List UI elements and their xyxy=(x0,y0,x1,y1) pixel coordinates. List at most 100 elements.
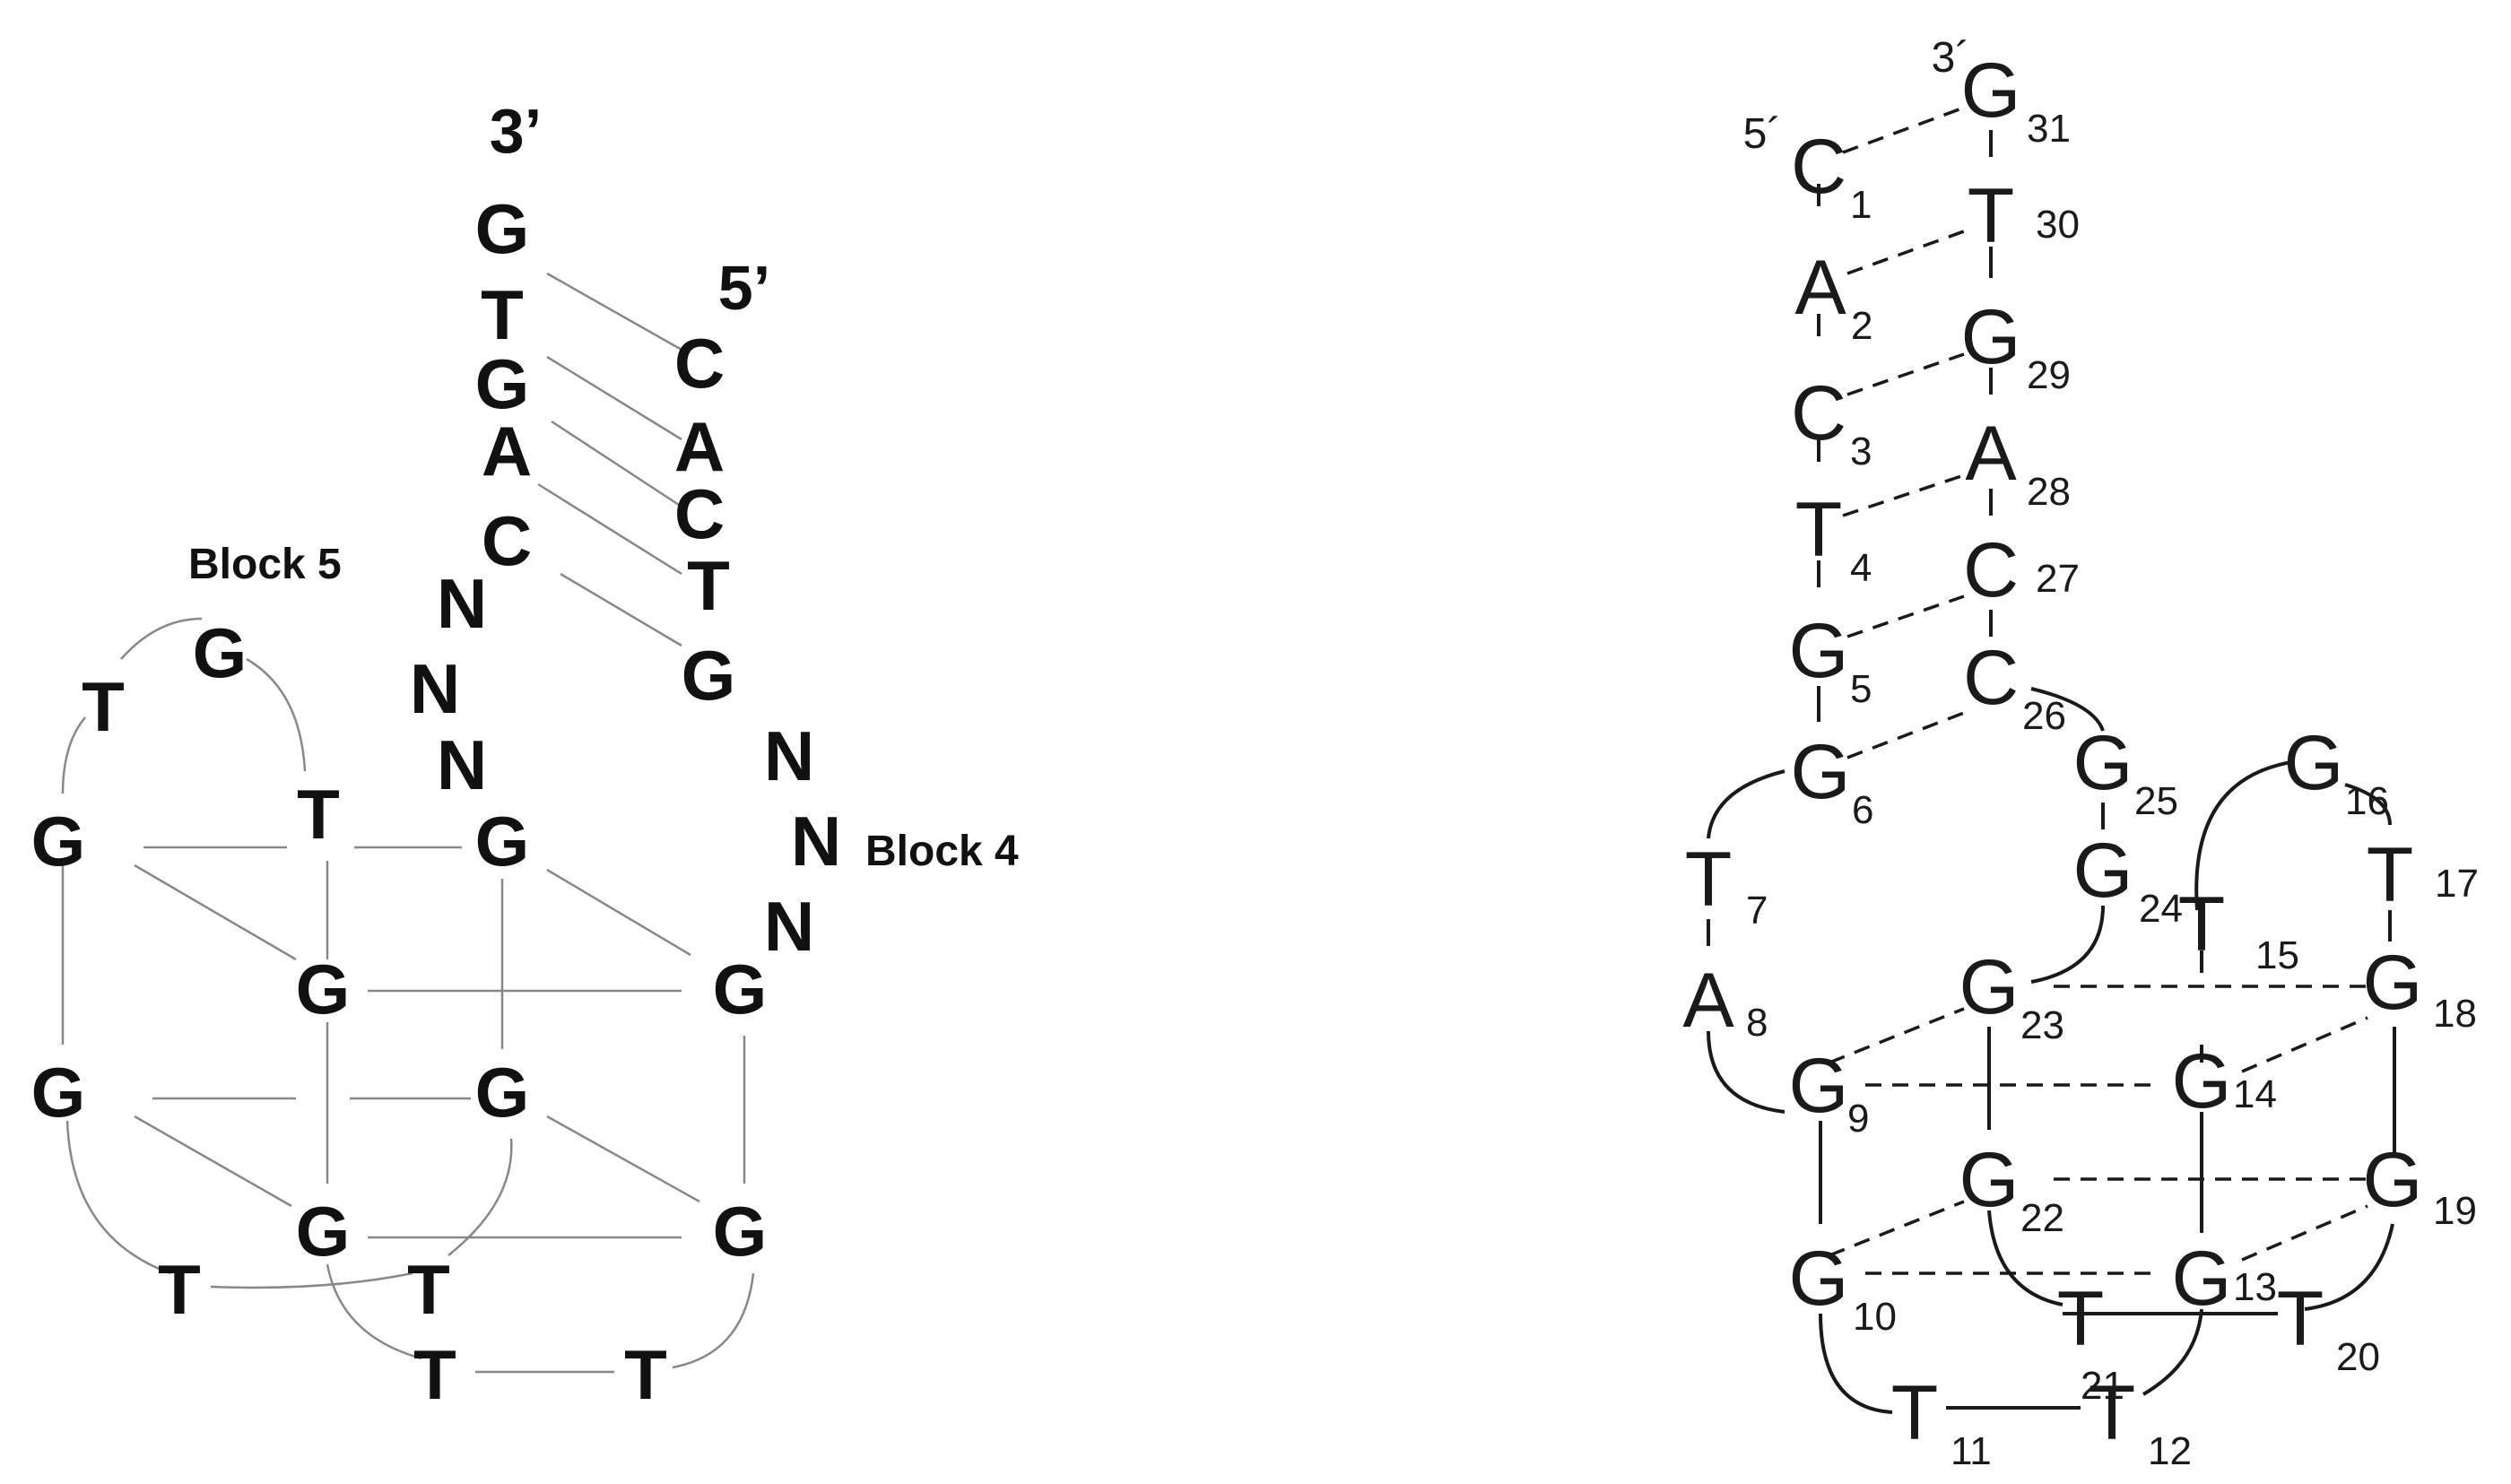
nucleotide-l_g_r1: G xyxy=(713,950,768,1028)
nucleotide-index-r25: 25 xyxy=(2134,779,2178,823)
nucleotide-l_g_far: G xyxy=(31,802,86,881)
nucleotide-index-r5: 5 xyxy=(1850,667,1872,711)
nucleotide-r4: T xyxy=(1795,487,1843,573)
nucleotide-l_c_left: C xyxy=(482,501,532,580)
nucleotide-index-r13: 13 xyxy=(2233,1265,2277,1309)
nucleotide-index-r9: 9 xyxy=(1847,1097,1869,1141)
nucleotide-l_t_bm: T xyxy=(407,1250,450,1329)
nucleotide-r11: T xyxy=(1891,1370,1939,1456)
nucleotide-l_g2: G xyxy=(475,344,530,423)
nucleotide-l_t_bl: T xyxy=(158,1250,201,1329)
nucleotide-l_g_mid: G xyxy=(475,802,530,881)
nucleotide-r17: T xyxy=(2367,832,2414,918)
nucleotide-l_g_mid2: G xyxy=(475,1053,530,1132)
nucleotide-l_g_b5: G xyxy=(193,613,248,692)
nucleotide-r30: T xyxy=(1968,173,2015,259)
nucleotide-l_t_right: T xyxy=(687,546,730,625)
nucleotide-index-r10: 10 xyxy=(1853,1295,1897,1339)
nucleotide-index-r19: 19 xyxy=(2433,1189,2477,1233)
nucleotide-l_g_left2: G xyxy=(31,1053,86,1132)
nucleotide-index-r31: 31 xyxy=(2027,107,2071,151)
right-solid-backbone xyxy=(1707,130,2396,1414)
nucleotide-l_n1: N xyxy=(437,564,487,643)
nucleotide-r23: G xyxy=(1959,944,2020,1030)
nucleotide-index-r11: 11 xyxy=(1951,1429,1992,1473)
nucleotide-l_n6: N xyxy=(764,887,814,966)
right-three-prime-end-label: 3´ xyxy=(1932,34,1970,82)
nucleotide-index-r22: 22 xyxy=(2020,1196,2064,1240)
nucleotide-r6: G xyxy=(1791,729,1851,815)
nucleotide-l_t_mid: T xyxy=(297,775,340,854)
nucleotide-r7: T xyxy=(1685,837,1733,923)
nucleotide-index-r29: 29 xyxy=(2027,353,2071,397)
nucleotide-index-r15: 15 xyxy=(2255,933,2299,977)
nucleotide-r9: G xyxy=(1789,1043,1849,1129)
nucleotide-index-r23: 23 xyxy=(2020,1003,2064,1047)
nucleotide-l_c2_right: C xyxy=(674,474,725,553)
nucleotide-index-r21: 21 xyxy=(2081,1364,2124,1408)
nucleotide-index-r26: 26 xyxy=(2022,694,2066,738)
nucleotide-r14: G xyxy=(2172,1038,2232,1124)
nucleotide-r1: C xyxy=(1791,124,1846,210)
nucleotide-index-r7: 7 xyxy=(1746,889,1768,933)
nucleotide-r5: G xyxy=(1789,608,1849,694)
nucleotide-r15: T xyxy=(2178,881,2226,968)
block-5-label: Block 5 xyxy=(188,541,342,588)
nucleotide-l_g_top: G xyxy=(475,189,530,268)
nucleotide-r16: G xyxy=(2284,720,2344,806)
nucleotide-r21: T xyxy=(2057,1276,2105,1362)
nucleotide-r2: A xyxy=(1794,245,1846,331)
nucleotide-r19: G xyxy=(2363,1137,2423,1223)
nucleotide-l_t_b5: T xyxy=(82,667,125,746)
right-dashed-hydrogen-bonds xyxy=(1829,106,2368,1275)
nucleotide-r8: A xyxy=(1682,958,1734,1044)
nucleotide-l_g_right: G xyxy=(682,636,736,715)
nucleotide-r22: G xyxy=(1959,1137,2020,1223)
nucleotide-r24: G xyxy=(2073,828,2133,914)
right-five-prime-end-label: 5´ xyxy=(1743,110,1782,158)
nucleotide-index-r24: 24 xyxy=(2139,887,2183,931)
nucleotide-r18: G xyxy=(2363,940,2423,1026)
nucleotide-r27: C xyxy=(1963,527,2019,613)
three-prime-end-label: 3’ xyxy=(490,96,542,166)
nucleotide-r26: C xyxy=(1963,635,2019,721)
nucleotide-l_t1: T xyxy=(481,275,524,354)
nucleotide-r29: G xyxy=(1961,294,2021,380)
nucleotide-r13: G xyxy=(2172,1236,2232,1322)
nucleotide-l_g_center: G xyxy=(296,950,351,1028)
nucleotide-index-r8: 8 xyxy=(1746,1001,1768,1045)
nucleotide-r12: T xyxy=(2089,1370,2136,1456)
nucleotide-index-r4: 4 xyxy=(1850,546,1872,590)
left-connection-lines xyxy=(61,272,755,1374)
nucleotide-index-r30: 30 xyxy=(2036,203,2080,247)
nucleotide-l_n3: N xyxy=(437,725,487,804)
nucleotide-index-r14: 14 xyxy=(2233,1072,2277,1116)
nucleotide-r31: G xyxy=(1961,48,2021,134)
nucleotide-index-r20: 20 xyxy=(2336,1335,2380,1379)
nucleotide-l_a: A xyxy=(482,412,532,490)
nucleotide-r3: C xyxy=(1791,370,1846,456)
nucleotide-r25: G xyxy=(2073,720,2133,806)
nucleotide-r28: A xyxy=(1965,411,2017,497)
nucleotide-l_n2: N xyxy=(410,649,460,728)
nucleotide-index-r16: 16 xyxy=(2345,779,2389,823)
nucleotide-index-r17: 17 xyxy=(2435,862,2479,906)
nucleotide-l_c_right: C xyxy=(674,324,725,403)
nucleotide-l_a_right: A xyxy=(674,407,725,486)
five-prime-end-label: 5’ xyxy=(718,253,770,323)
nucleotide-l_g_bot: G xyxy=(296,1192,351,1271)
nucleotide-l_t_bb1: T xyxy=(413,1335,456,1414)
nucleotide-index-r6: 6 xyxy=(1852,788,1873,832)
nucleotide-index-r12: 12 xyxy=(2148,1429,2192,1473)
nucleotide-l_n5: N xyxy=(791,802,841,881)
nucleotide-index-r2: 2 xyxy=(1851,304,1872,348)
nucleotide-index-r28: 28 xyxy=(2027,470,2071,514)
nucleotide-index-r3: 3 xyxy=(1850,430,1872,473)
nucleotide-index-r18: 18 xyxy=(2433,992,2477,1036)
